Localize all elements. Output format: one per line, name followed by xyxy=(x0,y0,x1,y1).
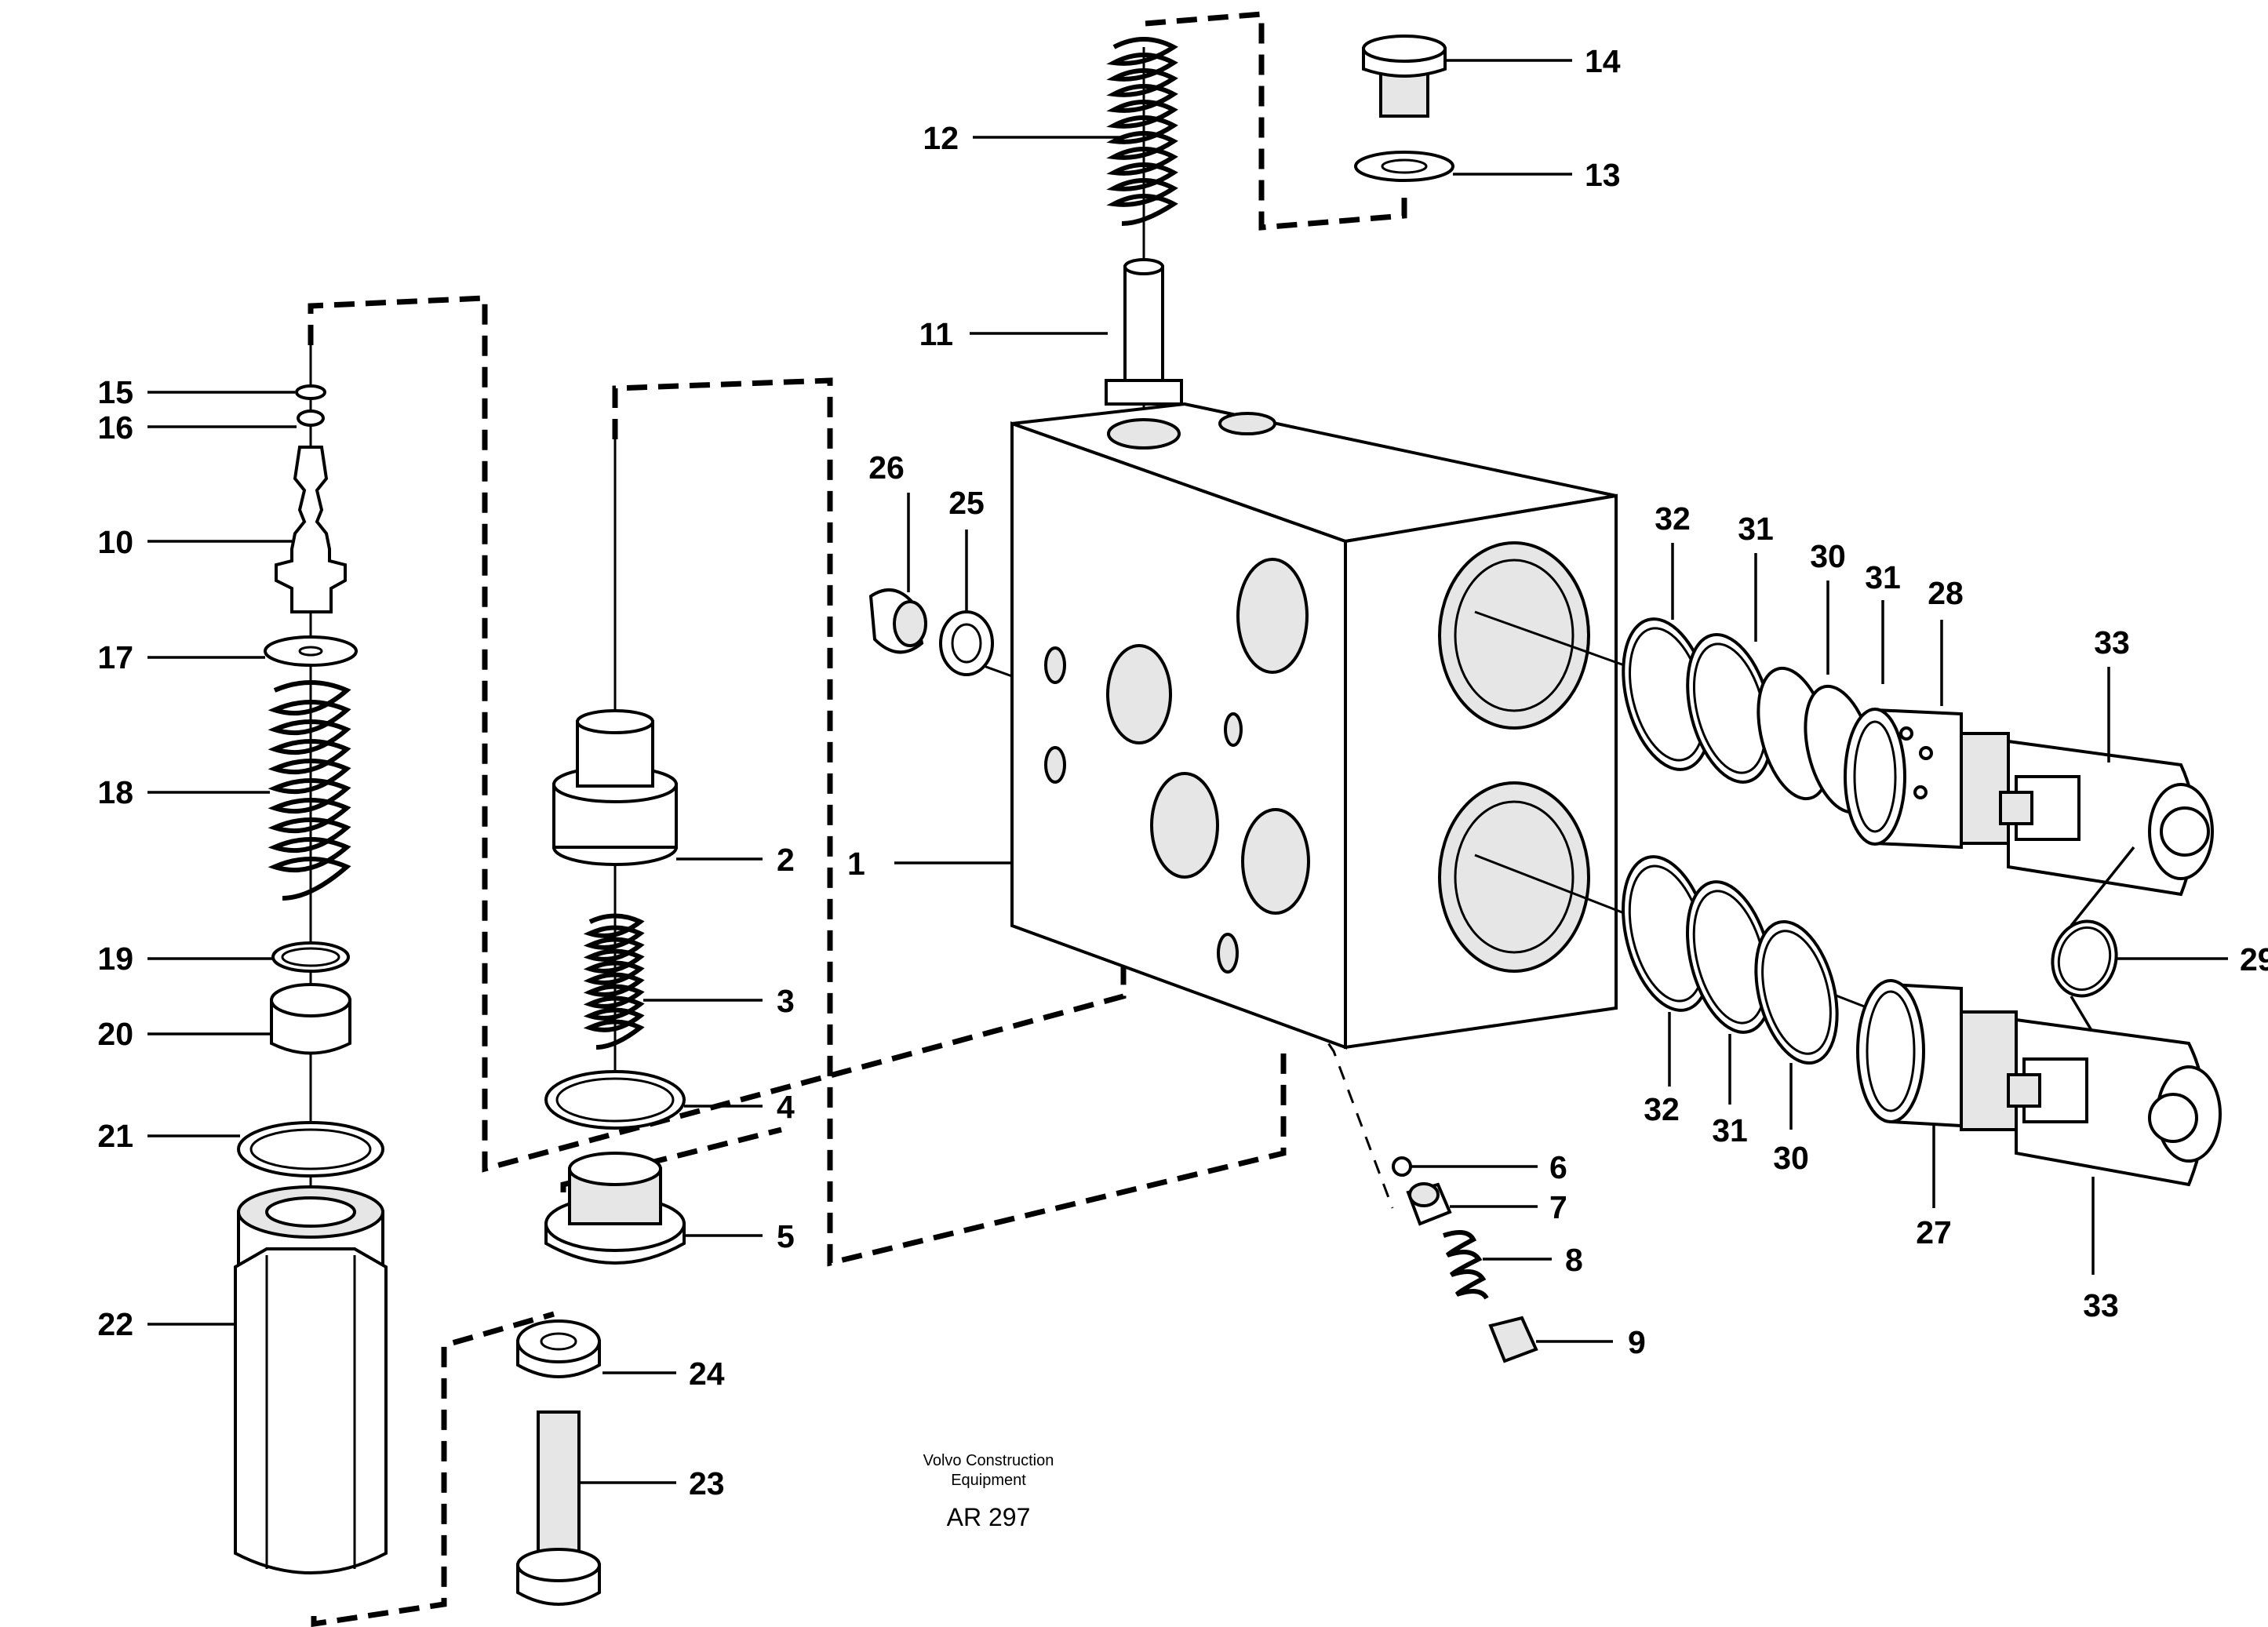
callout-5: 5 xyxy=(777,1218,795,1254)
right-cartridge-parts xyxy=(1622,617,2222,1187)
callout-14: 14 xyxy=(1585,43,1621,79)
callout-7: 7 xyxy=(1549,1189,1567,1225)
callout-9: 9 xyxy=(1628,1324,1646,1360)
callout-29: 29 xyxy=(2240,941,2268,977)
callout-17: 17 xyxy=(97,639,133,675)
callout-27: 27 xyxy=(1916,1214,1952,1250)
callout-labels: 1 2 3 4 5 6 7 8 9 10 11 12 13 14 15 16 1… xyxy=(97,43,2268,1501)
callout-31b: 31 xyxy=(1865,559,1901,595)
callout-32b: 32 xyxy=(1644,1091,1680,1127)
callout-30b: 30 xyxy=(1773,1140,1809,1176)
left-column-parts xyxy=(234,329,388,1574)
callout-3: 3 xyxy=(777,983,795,1019)
callout-33a: 33 xyxy=(2094,624,2130,661)
callout-20: 20 xyxy=(97,1016,133,1052)
figure-code: AR 297 xyxy=(947,1503,1031,1531)
callout-13: 13 xyxy=(1585,157,1621,193)
callout-8: 8 xyxy=(1565,1242,1583,1278)
callout-21: 21 xyxy=(97,1118,133,1154)
callout-11: 11 xyxy=(919,316,953,352)
top-parts xyxy=(1105,35,1454,408)
callout-32a: 32 xyxy=(1655,500,1691,537)
callout-33b: 33 xyxy=(2083,1287,2119,1323)
figure-caption: Volvo Construction Equipment AR 297 xyxy=(923,1452,1054,1531)
callout-18: 18 xyxy=(97,774,133,810)
valve-block xyxy=(955,402,1899,1050)
callout-12: 12 xyxy=(923,120,959,156)
callout-16: 16 xyxy=(97,409,133,446)
side-plug-parts xyxy=(868,588,994,676)
callout-28: 28 xyxy=(1928,575,1964,611)
callout-24: 24 xyxy=(689,1356,725,1392)
caption-company-line1: Volvo Construction xyxy=(923,1452,1054,1469)
callout-19: 19 xyxy=(97,941,133,977)
caption-company-line2: Equipment xyxy=(951,1472,1026,1489)
callout-1: 1 xyxy=(847,846,865,882)
callout-15: 15 xyxy=(97,374,133,410)
callout-23: 23 xyxy=(689,1465,725,1501)
callout-6: 6 xyxy=(1549,1149,1567,1185)
callout-31a: 31 xyxy=(1738,511,1774,547)
callout-25: 25 xyxy=(948,485,985,521)
callout-26: 26 xyxy=(868,450,905,486)
callout-30a: 30 xyxy=(1810,538,1846,574)
callout-10: 10 xyxy=(97,524,133,560)
leader-lines xyxy=(147,59,2228,1484)
callout-22: 22 xyxy=(97,1306,133,1342)
check-valve-parts xyxy=(1392,1156,1538,1363)
centre-column-parts xyxy=(544,439,686,1265)
callout-4: 4 xyxy=(777,1089,795,1125)
bottom-parts xyxy=(516,1319,601,1606)
callout-31c: 31 xyxy=(1712,1112,1748,1148)
callout-2: 2 xyxy=(777,842,795,878)
